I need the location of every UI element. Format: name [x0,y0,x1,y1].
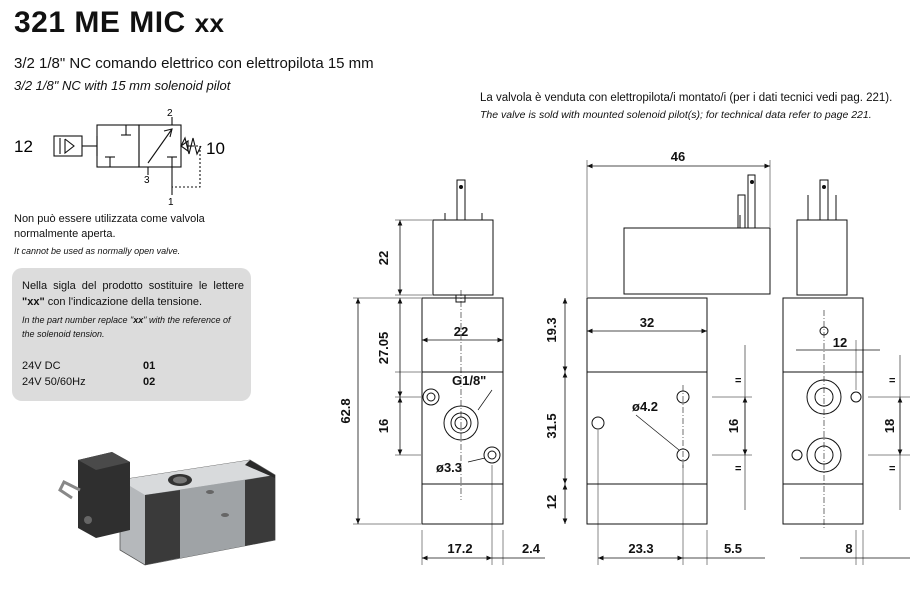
usage-note-line-2: normalmente aperta. [14,228,116,240]
dim-overall-width: 46 [671,149,685,164]
voltage-row-1-code: 01 [143,360,156,372]
dim-pilot-height: 22 [376,251,391,265]
dim-height-total: 62.8 [338,398,353,423]
dim-body-width: 22 [454,324,468,339]
dim-height-port: 16 [376,419,391,433]
equal-mark-2: = [735,463,741,475]
subtitle-english: 3/2 1/8" NC with 15 mm solenoid pilot [14,78,231,93]
voltage-instructions-english: In the part number replace "xx" with the… [22,313,244,341]
dim-offset-bottom: 17.2 [447,541,472,556]
dim-offset-right: 2.4 [522,541,541,556]
voltage-row-1-voltage: 24V DC [22,360,61,372]
end-equal-mark-1: = [889,375,895,387]
voltage-instructions-italian: Nella sigla del prodotto sostituire le l… [22,278,244,310]
end-equal-mark-2: = [889,463,895,475]
sale-note-english: The valve is sold with mounted solenoid … [480,109,872,121]
voltage-info-box [12,268,251,401]
dim-end-top-offset: 12 [833,335,847,350]
usage-note-english: It cannot be used as normally open valve… [14,246,181,256]
end-view [782,179,910,565]
product-photo [58,452,276,566]
product-title: 321 ME MIC xx [14,6,224,40]
side-view [562,160,771,565]
dim-body-top: 19.3 [544,317,559,342]
dim-height-bottom: 12 [544,495,559,509]
port-12-label: 12 [14,137,33,156]
instr-en-part2: " with the reference of the solenoid ten… [22,315,231,339]
sale-note-italian: La valvola è venduta con elettropilota/i… [480,92,893,104]
dim-pilot-width: 32 [640,315,654,330]
valve-symbol: 12 10 2 3 1 [14,108,225,208]
subtitle-italian: 3/2 1/8" NC comando elettrico con elettr… [14,55,374,72]
product-code: 321 ME MIC [14,6,186,39]
port-thread-label: G1/8" [452,373,486,388]
side-hole-label: ø4.2 [632,399,658,414]
dim-bottom-right: 5.5 [724,541,742,556]
port-10-label: 10 [206,139,225,158]
equal-mark-1: = [735,375,741,387]
instr-it-part2: con l'indicazione della tensione. [44,296,203,308]
voltage-row-2-code: 02 [143,376,156,388]
dim-height-upper: 27.05 [376,332,391,365]
port-1-label: 1 [168,197,174,208]
dim-end-bottom-offset: 8 [845,541,852,556]
port-2-label: 2 [167,108,173,119]
port-3-label: 3 [144,175,150,186]
instr-en-xx: xx [133,315,144,325]
front-view [353,179,545,565]
dim-height-mid: 31.5 [544,413,559,438]
usage-note-line-1: Non può essere utilizzata come valvola [14,213,205,225]
instr-en-part1: In the part number replace " [22,315,134,325]
instr-it-xx: "xx" [22,296,45,308]
dim-bottom-offset: 23.3 [628,541,653,556]
instr-it-part1: Nella sigla del prodotto sostituire le l… [22,280,244,292]
voltage-row-2-voltage: 24V 50/60Hz [22,376,86,388]
product-suffix: xx [194,8,225,38]
dim-end-height-holes: 18 [882,419,897,433]
front-hole-label: ø3.3 [436,460,462,475]
usage-note-italian: Non può essere utilizzata come valvola n… [14,212,214,242]
dim-height-holes: 16 [726,419,741,433]
